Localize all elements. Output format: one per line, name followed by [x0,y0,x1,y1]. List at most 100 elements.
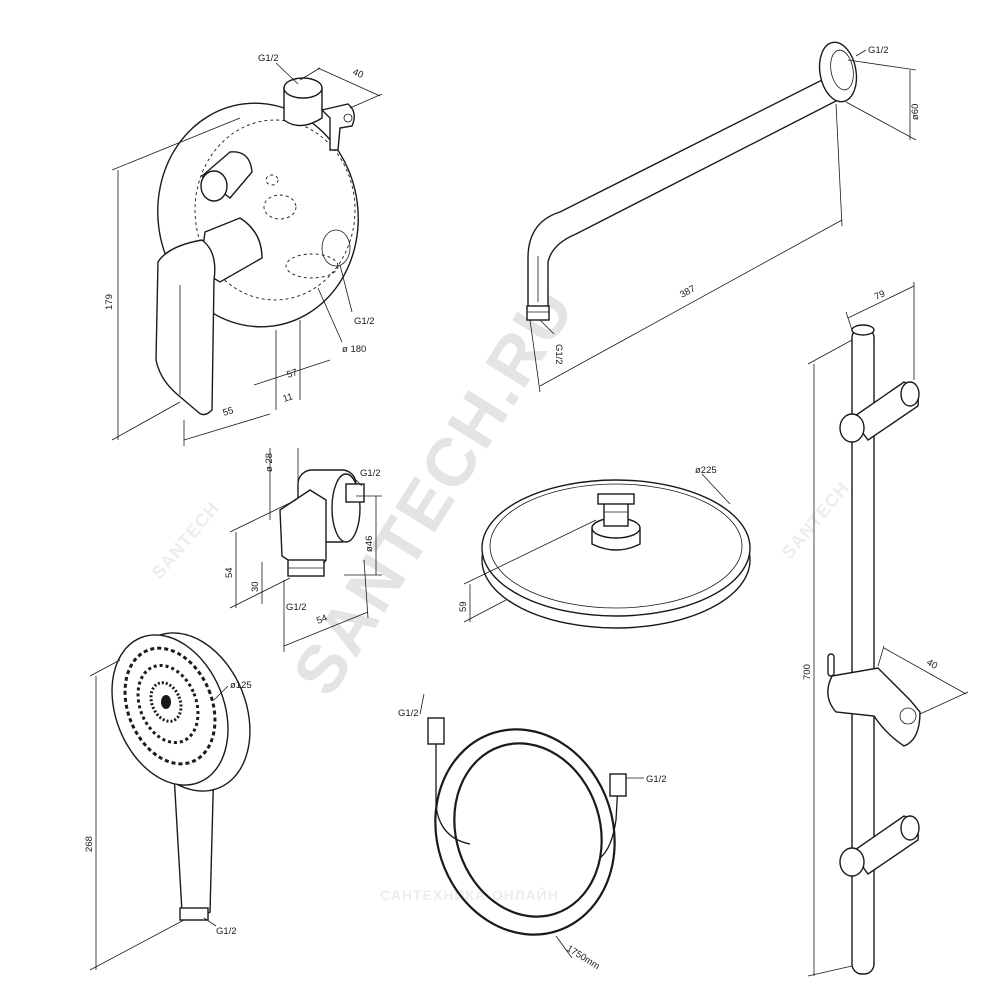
mixer-knob-cap [200,170,228,202]
elbow-dim-diameter: ø 28 [264,453,275,472]
arm-dim-outlet: G1/2 [553,344,564,365]
handshower-nozzles [123,646,217,766]
handshower-leader [213,685,229,701]
handshower-dim-length: 268 [84,836,95,852]
rail-bracket-top-end [900,381,920,407]
mixer-leader [275,62,299,85]
arm-dim-flange: ø60 [910,104,921,120]
overhead-dim-ext [463,519,597,585]
rail-bracket-top-cap [839,413,865,443]
handshower-leader [203,917,217,927]
elbow-dim-outlet: G1/2 [286,602,307,613]
mixer-lever-body [199,217,263,283]
rail-dim-holder: 40 [925,657,940,672]
handshower-nozzle-ring [123,646,217,766]
hose-dim-length: 1750mm [564,943,601,972]
rail-dim-length: 700 [802,664,813,680]
arm-tube [527,77,839,311]
mixer-dim-ext [111,117,241,171]
watermark-footer: САНТЕХНИКА-ОНЛАЙН [380,886,559,903]
handshower-center [161,695,171,709]
handshower-thread [179,907,209,921]
elbow-dim-depth: 54 [224,567,235,578]
elbow-leader [355,479,363,487]
handshower-dim-ext [89,659,121,677]
mixer-dim-depth: 40 [351,67,365,81]
overhead-leader [701,473,731,505]
rail-bracket-bottom-end [900,815,920,841]
mixer-leader [339,264,353,313]
rail-bar-top [851,324,875,336]
overhead-shower-drawing: ø225 59 [458,465,751,629]
wall-elbow-drawing: ø 28 G1/2 ø46 54 30 54 G1/2 [224,448,382,652]
rail-dim-ext [877,645,885,667]
rail-dim-holder-line [883,647,967,695]
rail-dim-ext [919,691,969,715]
mixer-dim-offset-b: 11 [282,391,295,405]
arm-flange-inner [830,49,854,91]
elbow-dim-height-b: 30 [250,581,261,592]
mixer-dim-plate-diameter: ø 180 [342,344,366,355]
elbow-dim-inlet: G1/2 [360,468,381,479]
mixer-dim-height: 179 [104,294,115,310]
rail-dim-offset-line [847,285,915,319]
handshower-dim-ext [89,919,185,971]
elbow-dim-ext [363,559,369,619]
mixer-dim-offset-line [253,359,331,386]
mixer-hidden-body [194,119,356,301]
mixer-dim-lever-line [183,413,271,441]
arm-dim-length: 387 [678,283,697,300]
rail-dim-ext [807,965,853,977]
mixer-dim-ext [111,401,181,441]
elbow-dim-height: ø46 [364,536,375,552]
rail-holder-socket [899,707,917,725]
arm-leader [855,49,867,57]
rail-dim-ext [845,311,853,331]
rail-holder-knob [827,653,835,677]
arm-dim-length-line [539,219,843,387]
hose-coil-outer [434,728,616,936]
mixer-dim-inlet: G1/2 [258,53,279,64]
elbow-dim-ext [229,577,291,609]
handshower-nozzle-ring [136,663,200,745]
mixer-bracket [320,103,355,151]
arm-dim-ext [847,59,917,71]
hose-connector-b [609,773,627,797]
hose-lead-a [435,742,471,845]
overhead-disc-rim [489,483,743,609]
hose-dim-end-b: G1/2 [646,774,667,785]
elbow-dim-ext [229,499,297,533]
mixer-side-port [321,229,351,267]
handshower-dim-diameter: ø125 [230,680,252,691]
watermark-secondary: SANTECH [148,498,224,583]
overhead-dim-ext [463,599,507,623]
arm-flange [818,41,858,103]
mixer-lever-handle [155,239,216,416]
handshower-nozzle-ring [149,681,183,723]
hose-drawing: G1/2 G1/2 1750mm [398,693,667,972]
hose-leader [555,935,573,959]
rail-holder [827,667,921,747]
slide-rail-drawing: 79 700 40 [802,282,969,977]
overhead-dim-height: 59 [458,601,469,612]
arm-dim-ext [845,101,917,141]
arm-dim-inlet: G1/2 [868,45,889,56]
hose-connector-a [427,717,445,745]
shower-arm-drawing: G1/2 ø60 387 G1/2 [526,41,921,393]
mixer-dim-outlet: G1/2 [354,316,375,327]
mixer-hidden-port [263,194,297,220]
watermark-secondary: SANTECH [778,478,854,563]
mixer-dim-ext [299,67,321,81]
mixer-diverter-knob [200,151,253,199]
overhead-nut [597,493,635,505]
mixer-dim-depth-line [317,67,381,97]
mixer-inlet-mouth [283,77,323,99]
mixer-dim-offset-a: 57 [286,367,299,381]
hand-shower-drawing: ø125 268 G1/2 [84,632,252,971]
arm-outlet-thread [526,305,550,321]
hose-dim-end-a: G1/2 [398,708,419,719]
mixer-leader [317,287,343,343]
arm-dim-ext [835,103,843,227]
hose-coil-inner [453,742,603,918]
